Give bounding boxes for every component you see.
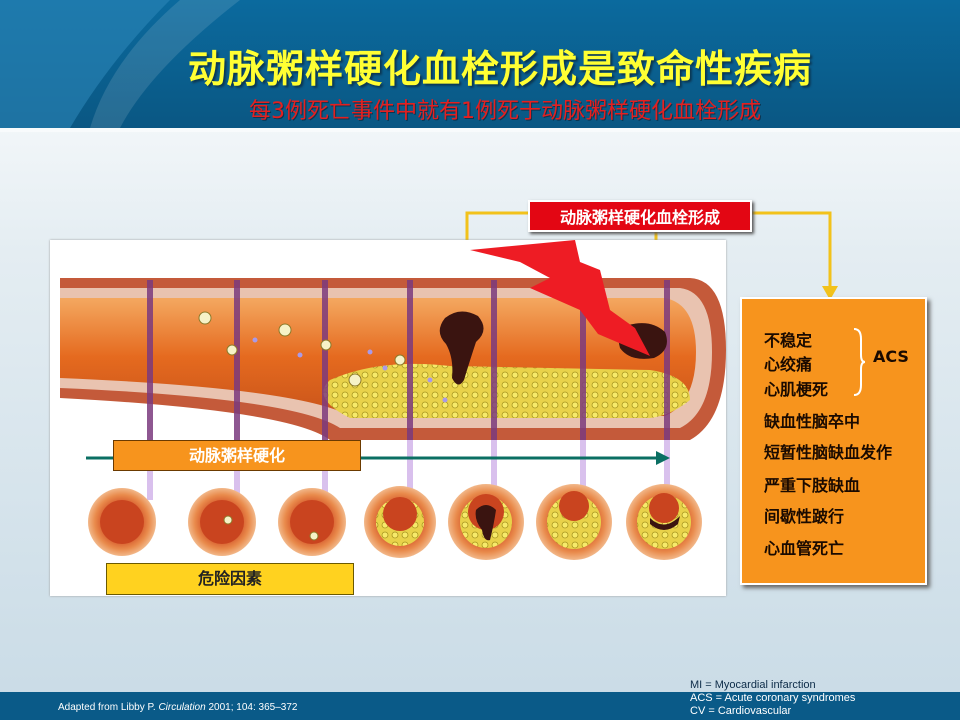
outcome-item: 心绞痛 — [764, 355, 813, 374]
abbreviation-legend: MI = Myocardial infarction ACS = Acute c… — [690, 679, 855, 718]
outcome-item: 严重下肢缺血 — [764, 476, 861, 495]
lightning-bolt — [470, 240, 650, 356]
thrombosis-label: 动脉粥样硬化血栓形成 — [528, 200, 752, 232]
citation-journal: Circulation — [158, 702, 206, 713]
abbreviation-item: ACS = Acute coronary syndromes — [690, 692, 856, 704]
outcome-item: 间歇性跛行 — [764, 507, 845, 526]
progression-arrowhead — [656, 451, 670, 465]
artery-illustration-panel — [50, 240, 726, 596]
risk-factors-label: 危险因素 — [106, 563, 354, 595]
connector-right — [752, 211, 832, 288]
acs-label: ACS — [873, 347, 909, 366]
outcome-item: 不稳定 — [764, 331, 813, 350]
slide-subtitle: 每3例死亡事件中就有1例死于动脉粥样硬化血栓形成 — [249, 99, 761, 124]
slide-title: 动脉粥样硬化血栓形成是致命性疾病 — [187, 47, 812, 91]
outcome-item: 心肌梗死 — [764, 380, 829, 399]
cross-sections — [88, 484, 702, 560]
outcome-item: 心血管死亡 — [764, 539, 845, 558]
outcome-item: 缺血性脑卒中 — [764, 412, 861, 431]
citation: Adapted from Libby P. Circulation 2001; … — [58, 702, 297, 713]
abbreviation-item: CV = Cardiovascular — [690, 705, 792, 717]
artery-diagram — [60, 240, 726, 560]
abbreviation-item: MI = Myocardial infarction — [690, 679, 816, 691]
citation-prefix: Adapted from Libby P. — [58, 702, 156, 713]
citation-suffix: 2001; 104: 365–372 — [208, 702, 298, 713]
atherosclerosis-label: 动脉粥样硬化 — [113, 440, 361, 471]
outcome-item: 短暂性脑缺血发作 — [764, 443, 893, 462]
arrowhead-right — [822, 286, 838, 300]
acs-bracket — [853, 328, 866, 396]
outcomes-box: 不稳定 心绞痛 心肌梗死 缺血性脑卒中 短暂性脑缺血发作 严重下肢缺血 间歇性跛… — [740, 297, 927, 585]
